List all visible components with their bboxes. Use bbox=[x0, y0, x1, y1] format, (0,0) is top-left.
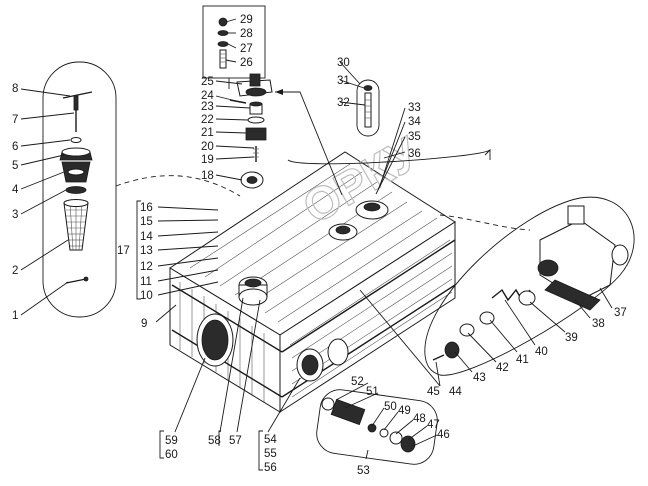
assembly-leaders bbox=[115, 89, 531, 231]
label-1: 1 bbox=[12, 310, 18, 322]
label-31: 31 bbox=[337, 75, 350, 87]
valve-group-outline bbox=[424, 196, 635, 376]
label-44: 44 bbox=[449, 386, 462, 398]
label-34: 34 bbox=[408, 116, 421, 128]
label-27: 27 bbox=[240, 43, 253, 55]
label-42: 42 bbox=[496, 362, 509, 374]
label-47: 47 bbox=[427, 419, 440, 431]
label-54: 54 bbox=[264, 434, 277, 446]
bracket-17 bbox=[136, 200, 141, 300]
label-9: 9 bbox=[141, 318, 147, 330]
label-5: 5 bbox=[12, 160, 18, 172]
label-17: 17 bbox=[117, 245, 130, 257]
label-leader-lines bbox=[20, 18, 613, 460]
label-57: 57 bbox=[229, 435, 242, 447]
label-60: 60 bbox=[165, 449, 178, 461]
label-2: 2 bbox=[12, 265, 18, 277]
label-39: 39 bbox=[565, 332, 578, 344]
label-38: 38 bbox=[592, 318, 605, 330]
label-24: 24 bbox=[201, 90, 214, 102]
label-49: 49 bbox=[398, 405, 411, 417]
label-26: 26 bbox=[240, 57, 253, 69]
label-8: 8 bbox=[12, 83, 18, 95]
label-55: 55 bbox=[264, 448, 277, 460]
drain-valve-outline bbox=[316, 389, 438, 465]
label-6: 6 bbox=[12, 141, 18, 153]
label-23: 23 bbox=[201, 101, 214, 113]
label-36: 36 bbox=[408, 148, 421, 160]
valve-group bbox=[424, 196, 635, 376]
label-12: 12 bbox=[140, 261, 153, 273]
label-59: 59 bbox=[165, 435, 178, 447]
label-48: 48 bbox=[413, 413, 426, 425]
label-22: 22 bbox=[201, 114, 214, 126]
label-16: 16 bbox=[140, 202, 153, 214]
label-53: 53 bbox=[357, 465, 370, 477]
label-45: 45 bbox=[427, 386, 440, 398]
strainer-group-outline bbox=[42, 61, 117, 318]
label-56: 56 bbox=[264, 462, 277, 474]
label-32: 32 bbox=[337, 97, 350, 109]
label-7: 7 bbox=[12, 114, 18, 126]
label-15: 15 bbox=[140, 216, 153, 228]
fuel-tank-body: ОРКУ bbox=[169, 125, 456, 413]
part-number-labels: 8 7 6 5 4 3 2 1 29 28 27 26 25 24 23 22 … bbox=[12, 14, 627, 477]
filler-strainer-group bbox=[42, 61, 117, 318]
label-18: 18 bbox=[201, 170, 214, 182]
fitting-group-frame bbox=[202, 5, 266, 79]
label-58: 58 bbox=[208, 435, 221, 447]
label-35: 35 bbox=[408, 131, 421, 143]
label-20: 20 bbox=[201, 141, 214, 153]
label-11: 11 bbox=[140, 276, 152, 288]
label-37: 37 bbox=[614, 307, 627, 319]
label-29: 29 bbox=[240, 14, 253, 26]
group-brackets bbox=[136, 148, 491, 471]
label-13: 13 bbox=[140, 245, 153, 257]
label-19: 19 bbox=[201, 154, 214, 166]
label-43: 43 bbox=[473, 372, 486, 384]
label-4: 4 bbox=[12, 184, 19, 196]
label-33: 33 bbox=[408, 102, 421, 114]
label-10: 10 bbox=[140, 290, 153, 302]
clamp-bolt-group bbox=[356, 79, 380, 137]
clamp-bolt-outline bbox=[356, 79, 380, 137]
label-21: 21 bbox=[201, 127, 214, 139]
label-40: 40 bbox=[535, 346, 548, 358]
label-14: 14 bbox=[140, 231, 153, 243]
label-28: 28 bbox=[240, 28, 253, 40]
label-41: 41 bbox=[516, 354, 529, 366]
drain-valve-group bbox=[316, 389, 438, 465]
label-25: 25 bbox=[201, 76, 214, 88]
label-50: 50 bbox=[384, 401, 397, 413]
label-46: 46 bbox=[437, 429, 450, 441]
label-51: 51 bbox=[366, 386, 379, 398]
label-52: 52 bbox=[351, 376, 364, 388]
label-3: 3 bbox=[12, 209, 18, 221]
label-30: 30 bbox=[337, 57, 350, 69]
